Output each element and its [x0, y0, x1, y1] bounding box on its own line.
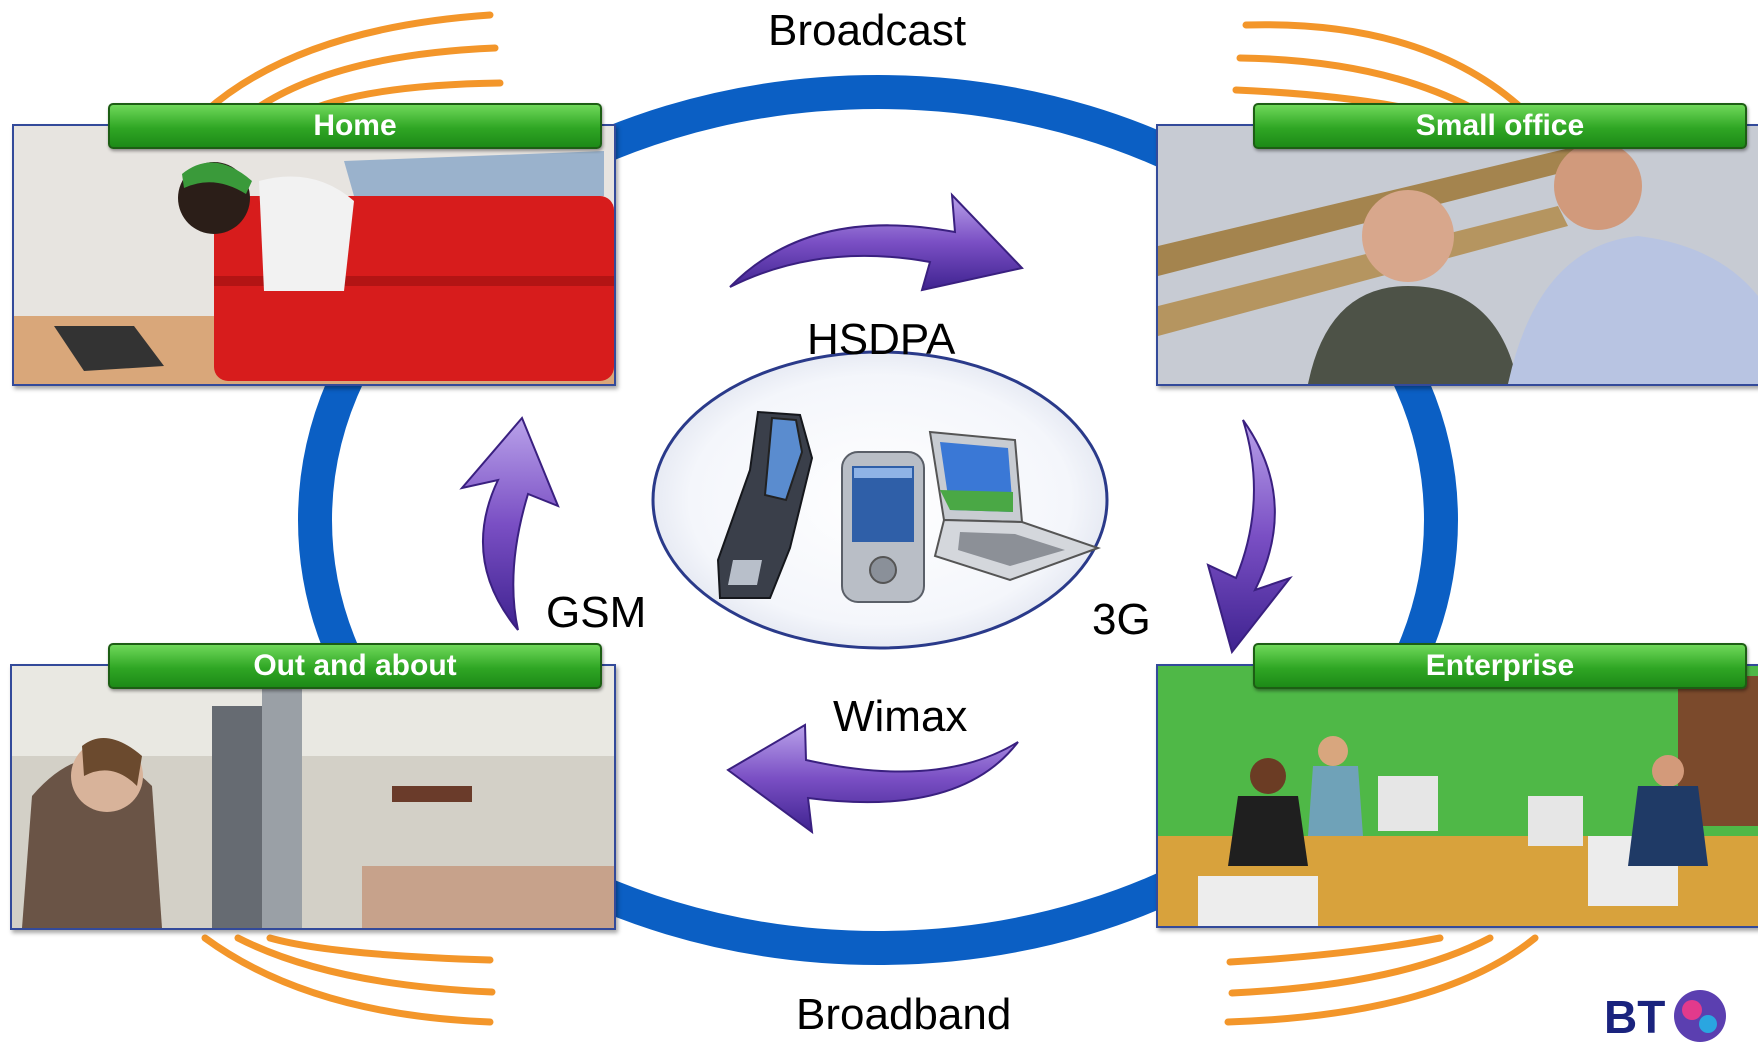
label-3g: 3G	[1092, 595, 1151, 644]
label-hsdpa: HSDPA	[807, 315, 956, 364]
tag-home: Home	[108, 103, 602, 149]
label-gsm: GSM	[546, 588, 647, 637]
arrow-top	[729, 192, 1024, 292]
waves-top-left	[201, 11, 504, 119]
label-broadcast: Broadcast	[768, 6, 967, 55]
out-and-about-photo	[10, 664, 616, 930]
laptop-icon	[928, 430, 1102, 582]
bt-logo: BT	[1604, 990, 1726, 1044]
tag-enterprise: Enterprise	[1253, 643, 1747, 689]
tag-small-office: Small office	[1253, 103, 1747, 149]
label-wimax: Wimax	[833, 692, 968, 741]
arrow-bottom	[726, 723, 1019, 835]
enterprise-photo	[1156, 664, 1758, 928]
bt-globe-icon	[1674, 990, 1726, 1042]
small-office-photo	[1156, 124, 1758, 386]
network-ring	[298, 75, 1458, 965]
home-photo	[12, 124, 616, 386]
label-broadband: Broadband	[796, 990, 1012, 1039]
pda-phone-icon	[841, 451, 925, 603]
bt-logo-text: BT	[1604, 991, 1666, 1043]
arrow-left	[459, 416, 560, 631]
tag-out-and-about: Out and about	[108, 643, 602, 689]
waves-top-right	[1232, 21, 1522, 116]
waves-bottom-right	[1224, 934, 1539, 1026]
arrow-right	[1206, 419, 1293, 655]
waves-bottom-left	[201, 934, 496, 1026]
flip-phone-icon	[716, 410, 814, 599]
